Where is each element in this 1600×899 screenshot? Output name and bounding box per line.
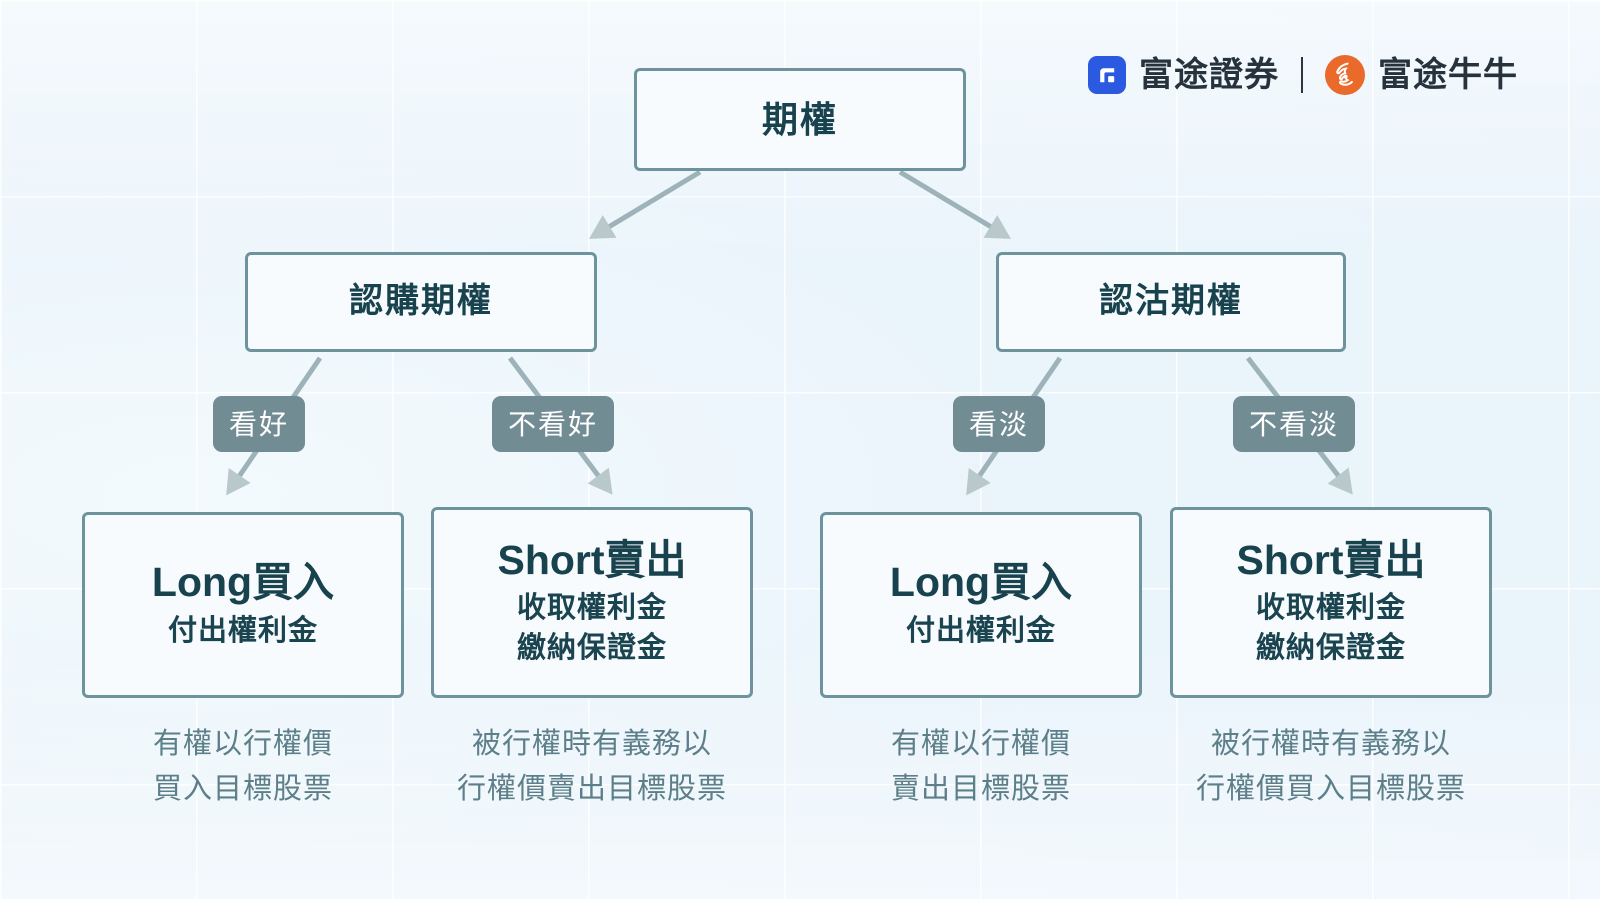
node-leaf-put-short-sub-1: 收取權利金 (1255, 592, 1406, 625)
caption-put-short-line-1: 被行權時有義務以 (1210, 728, 1451, 760)
edge-label-bearish-text: 看淡 (969, 409, 1030, 440)
node-leaf-put-short[interactable]: Short賣出 收取權利金 繳納保證金 (1170, 507, 1492, 698)
node-leaf-call-short-sub-2: 繳納保證金 (516, 632, 667, 665)
caption-put-long-line-2: 賣出目標股票 (890, 772, 1071, 805)
brand-futu-niuniu: 富途牛牛 (1325, 55, 1518, 95)
edge-root-to-put (898, 169, 1011, 239)
node-leaf-put-long-sub-1: 付出權利金 (905, 614, 1056, 647)
node-call-option-label: 認購期權 (349, 282, 493, 321)
node-leaf-call-short-title: Short賣出 (497, 536, 687, 583)
node-leaf-call-short[interactable]: Short賣出 收取權利金 繳納保證金 (431, 507, 753, 698)
brand-futu-securities: 富途證券 (1088, 56, 1279, 94)
edge-label-bullish: 看好 (213, 396, 306, 452)
node-leaf-put-long-title: Long買入 (889, 559, 1073, 606)
brand-app-name: 富途牛牛 (1378, 56, 1518, 94)
node-leaf-put-short-title: Short賣出 (1236, 536, 1426, 583)
brand-bar: 富途證券 富途牛牛 (1088, 55, 1518, 95)
edge-label-not-bullish: 不看好 (492, 396, 615, 452)
node-leaf-call-long-title: Long買入 (151, 559, 335, 606)
caption-call-long-line-1: 有權以行權價 (152, 728, 333, 760)
caption-put-long: 有權以行權價 賣出目標股票 (820, 722, 1142, 812)
brand-securities-name: 富途證券 (1139, 56, 1279, 94)
caption-put-short-line-2: 行權價買入目標股票 (1195, 772, 1466, 805)
caption-call-short: 被行權時有義務以 行權價賣出目標股票 (411, 722, 773, 812)
node-call-option[interactable]: 認購期權 (245, 252, 597, 352)
caption-call-short-line-1: 被行權時有義務以 (471, 728, 712, 760)
caption-call-long: 有權以行權價 買入目標股票 (82, 722, 404, 812)
node-leaf-put-long[interactable]: Long買入 付出權利金 (820, 512, 1142, 698)
futu-niuniu-logo-icon (1325, 55, 1365, 95)
node-root-label: 期權 (761, 98, 838, 140)
futu-securities-logo-icon (1088, 56, 1126, 94)
node-leaf-call-long-sub-1: 付出權利金 (167, 614, 318, 647)
node-put-option-label: 認沽期權 (1099, 282, 1243, 321)
node-leaf-put-short-sub-2: 繳納保證金 (1255, 632, 1406, 665)
caption-call-short-line-2: 行權價賣出目標股票 (456, 772, 727, 805)
brand-divider (1301, 57, 1303, 93)
caption-put-long-line-1: 有權以行權價 (890, 728, 1071, 760)
caption-call-long-line-2: 買入目標股票 (152, 772, 333, 805)
edge-label-not-bearish-text: 不看淡 (1249, 409, 1340, 440)
edge-label-bullish-text: 看好 (229, 409, 290, 440)
edge-label-bearish: 看淡 (953, 396, 1046, 452)
node-leaf-call-short-sub-1: 收取權利金 (516, 592, 667, 625)
node-root-option[interactable]: 期權 (634, 68, 966, 171)
caption-put-short: 被行權時有義務以 行權價買入目標股票 (1150, 722, 1512, 812)
node-leaf-call-long[interactable]: Long買入 付出權利金 (82, 512, 404, 698)
node-put-option[interactable]: 認沽期權 (996, 252, 1346, 352)
edge-root-to-call (589, 169, 702, 239)
edge-label-not-bullish-text: 不看好 (508, 409, 599, 440)
edge-label-not-bearish: 不看淡 (1233, 396, 1356, 452)
